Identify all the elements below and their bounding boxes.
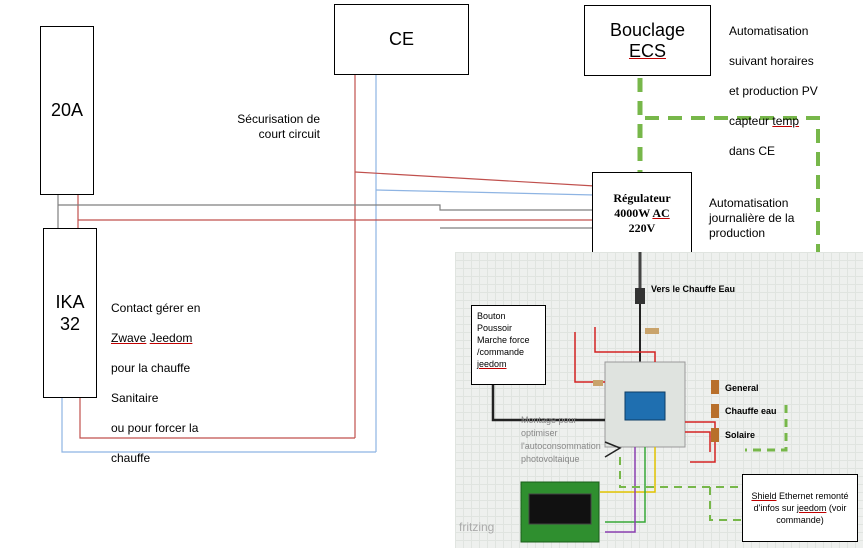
- label-chauffe-eau: Chauffe eau: [725, 406, 777, 416]
- bouton-line2: Poussoir: [477, 323, 513, 333]
- bouton-line3: Marche force: [477, 335, 530, 345]
- wire-green: [605, 447, 646, 523]
- resistor-1: [645, 328, 659, 334]
- label-montage-note: Montage pour optimiser l'autoconsommatio…: [521, 415, 601, 464]
- wire-ce-red-to-regulator: [354, 171, 596, 187]
- breadboard: [604, 361, 686, 448]
- note-automatisation-journaliere: Automatisation journalière de la product…: [709, 196, 795, 240]
- breaker-20a-label: 20A: [50, 100, 84, 120]
- wire-black-bottom: [604, 441, 622, 458]
- arduino-board: [624, 391, 666, 421]
- regulateur-line1: Régulateur: [613, 190, 671, 205]
- wire-ika-blue-return: [61, 398, 376, 453]
- wire-red-4: [685, 431, 711, 452]
- wire-purple: [605, 447, 636, 533]
- dashed-shield-link: [619, 457, 746, 518]
- label-general: General: [725, 383, 759, 393]
- wire-black-button: [491, 384, 605, 422]
- bouton-poussoir-box: Bouton Poussoir Marche force /commande j…: [471, 305, 546, 385]
- ika32-box: IKA 32: [43, 228, 97, 398]
- ika-label-line2: 32: [59, 314, 81, 334]
- fritzing-watermark: fritzing: [459, 520, 495, 534]
- wire-yellow: [600, 447, 656, 493]
- regulateur-box: Régulateur 4000W AC 220V: [592, 172, 692, 254]
- lcd-screen: [528, 493, 592, 525]
- label-vers-chauffe-eau: Vers le Chauffe Eau: [651, 284, 736, 294]
- cable-plug: [635, 288, 645, 304]
- ika-label-line1: IKA: [55, 292, 85, 312]
- regulateur-line2: 4000W AC: [614, 205, 670, 220]
- bouclage-ecs-box: Bouclage ECS: [584, 5, 711, 76]
- wire-red-1: [594, 327, 656, 362]
- relay-solaire: [711, 428, 719, 442]
- note-securisation: Sécurisation de court circuit: [237, 112, 320, 141]
- bouton-line4: /commande: [477, 347, 525, 357]
- bouclage-label-line2: ECS: [628, 40, 666, 61]
- bouton-line5: jeedom: [477, 359, 507, 369]
- dashed-loop-lower: [745, 405, 788, 452]
- wire-gray-to-regulator: [58, 204, 595, 211]
- bouclage-label-line1: Bouclage: [609, 19, 686, 40]
- wire-ce-blue-to-regulator: [375, 189, 596, 196]
- ce-label: CE: [388, 29, 414, 49]
- regulateur-line3: 220V: [628, 220, 656, 235]
- wire-red-2: [574, 332, 605, 383]
- dashed-shield-link-2: [709, 487, 743, 521]
- wire-ika-red-return: [79, 398, 355, 439]
- shield-text: Shield Ethernet remonté d'infos sur jeed…: [751, 491, 849, 525]
- relay-chauffe-eau: [711, 404, 719, 418]
- note-contact-zwave: Contact gérer en Zwave Jeedom pour la ch…: [111, 301, 201, 465]
- shield-ethernet-box: Shield Ethernet remonté d'infos sur jeed…: [742, 474, 858, 542]
- note-automatisation-horaires: Automatisation suivant horaires et produ…: [729, 24, 818, 158]
- ce-box: CE: [334, 4, 469, 75]
- label-solaire: Solaire: [725, 430, 756, 440]
- breaker-20a-box: 20A: [40, 26, 94, 195]
- resistor-2: [593, 380, 603, 386]
- relay-general: [711, 380, 719, 394]
- bouton-line1: Bouton: [477, 311, 506, 321]
